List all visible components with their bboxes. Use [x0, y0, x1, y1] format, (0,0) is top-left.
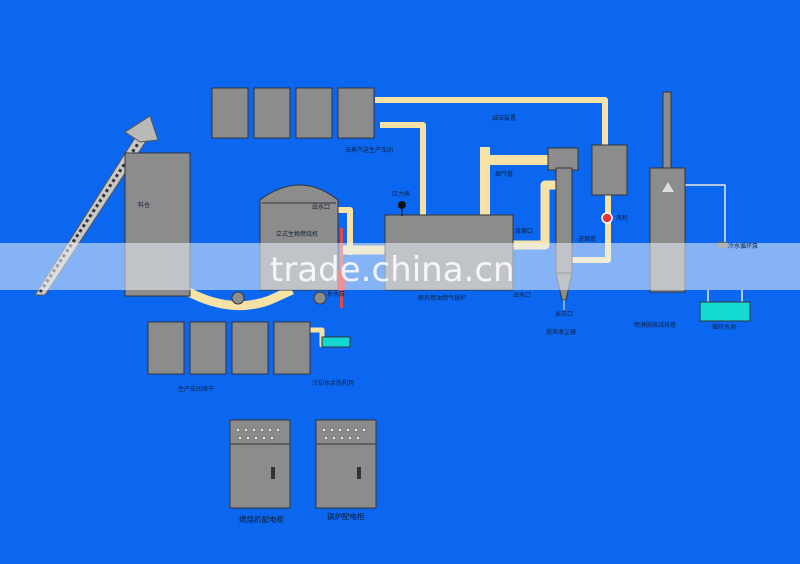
burner-cabinet — [229, 419, 291, 509]
fan-icon — [601, 212, 613, 224]
workshop-bottom-label: 生产车间烘干 — [178, 386, 215, 393]
pressure-gauge — [398, 201, 406, 209]
burner-wheel-right — [313, 291, 327, 305]
burner-outlet-pipe — [336, 207, 353, 255]
cooling-pond-label: 循环水池 — [712, 324, 737, 331]
dust-collector-label: 旋风收尘器 — [546, 329, 577, 336]
water-inlet-label: 补水泵 — [327, 291, 346, 298]
exhaust-tube-label: 烟气管 — [495, 171, 514, 178]
cooling-pump-label: 冷水循环泵 — [728, 243, 759, 250]
top-workshop-units — [211, 87, 375, 139]
boiler-to-cyclone-pipe — [513, 180, 560, 250]
production-workshop-top-label: 去蒸汽送生产车间 — [345, 147, 394, 154]
steam-pipe-down-to-boiler — [380, 122, 426, 215]
cooling-pond — [699, 301, 751, 322]
hopper-label: 料仓 — [138, 202, 151, 209]
boiler-label: 原有燃油燃气锅炉 — [418, 295, 467, 302]
smoke-outlet-label: 废烟口 — [515, 228, 534, 235]
desulfur-tower-label: 喷淋脱硫减排塔 — [634, 322, 677, 329]
burner-label: 立式生物燃烧机 — [276, 231, 319, 238]
outlet-boiler-label: 出水口 — [513, 292, 532, 299]
burner-bottom-pipe — [182, 285, 294, 311]
outlet-top-label: 出水口 — [312, 204, 331, 211]
pond-pipes — [707, 290, 743, 302]
boiler-cabinet-label: 锅炉配电柜 — [327, 512, 365, 521]
bottom-workshop-units — [147, 321, 311, 375]
decompress-label: 减压装置 — [492, 115, 517, 122]
burner-wheel-left — [231, 291, 245, 305]
steam-pipe-top — [375, 97, 608, 145]
boiler-cabinet — [315, 419, 377, 509]
burner-cabinet-label: 燃烧机配电柜 — [239, 515, 284, 524]
waste-water-tank — [321, 336, 351, 348]
pressure-gauge-label: 压力表 — [392, 191, 411, 198]
exhaust-tube-horizontal — [480, 155, 552, 165]
waste-water-label: 冷却水余热利用 — [312, 380, 355, 387]
exit-pipe-label: 进烟管 — [578, 236, 597, 243]
dust-outlet-label: 出灰口 — [555, 311, 574, 318]
watermark-text: trade.china.cn — [270, 250, 515, 290]
fan-housing — [591, 144, 628, 196]
exhaust-tube-vertical — [480, 147, 490, 217]
watermark-banner — [0, 243, 800, 290]
fan-label: 风机 — [616, 215, 629, 222]
